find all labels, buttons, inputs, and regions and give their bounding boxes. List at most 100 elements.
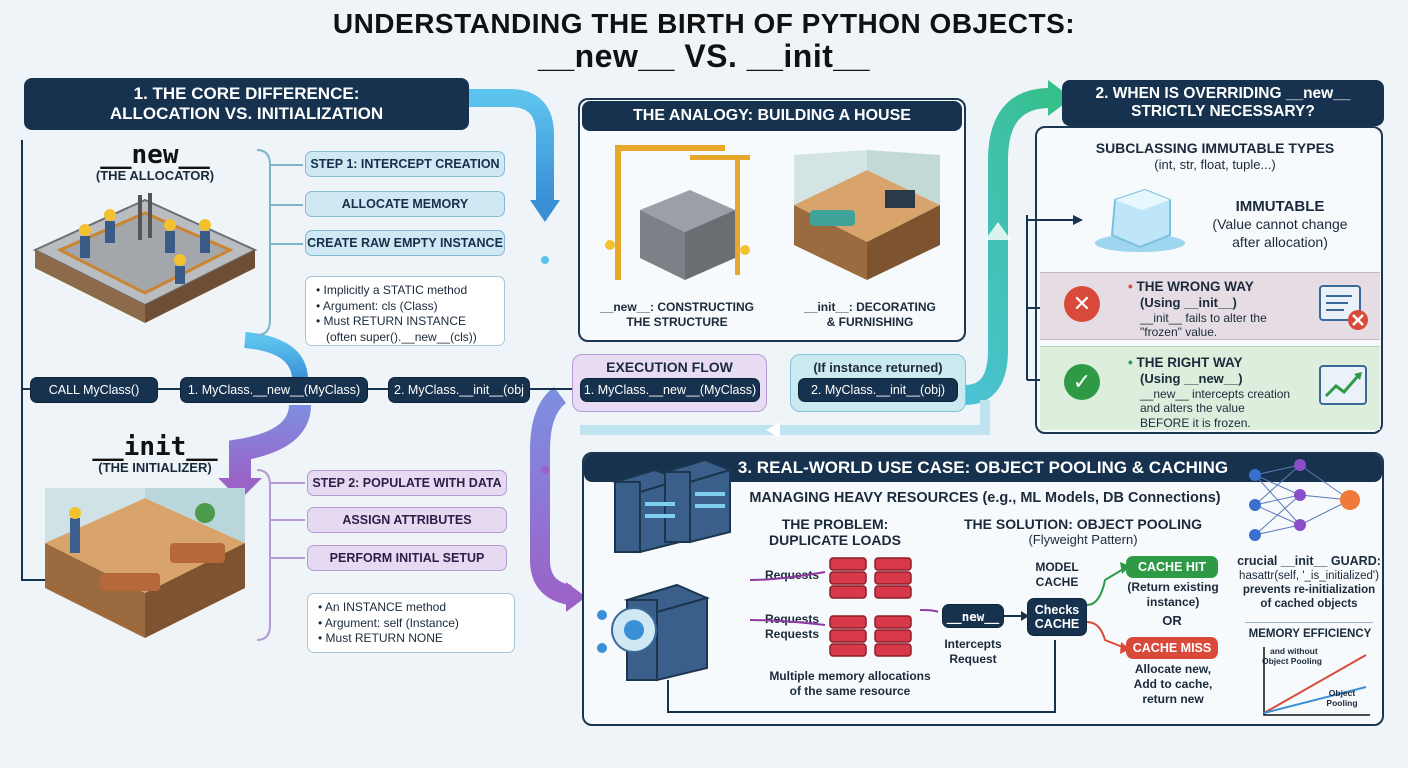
right-way-text: • THE RIGHT WAY (Using __new__) __new__ … [1128, 355, 1318, 430]
with-pooling-label: Object Pooling [1322, 688, 1362, 708]
cache-hit-desc: (Return existing instance) [1118, 580, 1228, 610]
cache-miss-line-2: Add to cache, [1133, 677, 1213, 691]
section2-subtitle: SUBCLASSING IMMUTABLE TYPES [1095, 140, 1335, 156]
multiple-allocations: Multiple memory allocations of the same … [755, 669, 945, 699]
success-chart-icon [1319, 365, 1367, 405]
wrong-title: THE WRONG WAY [1136, 279, 1254, 294]
call-init-box: 2. MyClass.__init__(obj [388, 377, 530, 403]
conditional-label: (If instance returned) [813, 360, 943, 375]
wrong-desc-1: __init__ fails to alter the [1140, 310, 1267, 325]
without-pooling-label: and without Object Pooling [1262, 646, 1342, 667]
requests-3: Requests [764, 627, 820, 641]
duplicate-load-stacks [749, 557, 939, 657]
problem-line-1: THE PROBLEM: [781, 516, 889, 532]
cache-miss-line-3: return new [1142, 692, 1204, 706]
guard-line-2: hasattr(self, '_is_initialized') [1239, 570, 1379, 583]
cache-hit-badge: CACHE HIT [1126, 556, 1218, 578]
new-note-4: (often super().__new__(cls)) [326, 329, 477, 344]
section1-header: 1. THE CORE DIFFERENCE: ALLOCATION VS. I… [24, 78, 469, 130]
init-step-2: ASSIGN ATTRIBUTES [307, 507, 507, 533]
wrong-desc-2: "frozen" value. [1140, 325, 1218, 340]
server-rack-icon [611, 458, 734, 554]
cache-hit-line-2: instance) [1146, 595, 1200, 609]
immutable-desc: (Value cannot change after allocation) [1190, 216, 1370, 251]
init-note-2: Argument: self (Instance) [318, 616, 504, 632]
ice-cube-icon [1095, 188, 1185, 252]
with-pooling-line [1263, 686, 1367, 714]
cache-miss-badge: CACHE MISS [1126, 637, 1218, 659]
init-steps-brackets [256, 469, 305, 641]
analogy-right-caption-1: __init__: DECORATING [804, 300, 936, 314]
without-pooling-line [1263, 654, 1367, 714]
new-notes: Implicitly a STATIC method Argument: cls… [305, 276, 505, 346]
right-desc-1: __new__ intercepts creation [1140, 386, 1291, 401]
model-cache-line-2: CACHE [1035, 575, 1079, 589]
cache-hit-line-1: (Return existing [1127, 580, 1219, 594]
model-cache-label: MODEL CACHE [1022, 560, 1092, 590]
exec-new-box: 1. MyClass.__new__(MyClass) [580, 378, 760, 402]
right-title: THE RIGHT WAY [1136, 355, 1243, 370]
section2-header: 2. WHEN IS OVERRIDING __new__ STRICTLY N… [1062, 80, 1384, 126]
managing-resources: MANAGING HEAVY RESOURCES (e.g., ML Model… [749, 490, 1221, 506]
intercepts-line-2: Request [949, 652, 997, 666]
or-label: OR [1162, 613, 1182, 628]
init-title: __init__ [92, 432, 218, 462]
error-document-icon [1319, 285, 1368, 330]
decorated-room-illustration [45, 488, 245, 638]
section2-header-line1: 2. WHEN IS OVERRIDING __new__ [1095, 85, 1351, 103]
intercepts-line-1: Intercepts [944, 637, 1002, 651]
guard-line-1: crucial __init__ GUARD: [1237, 554, 1381, 568]
multiple-line-1: Multiple memory allocations [769, 669, 931, 683]
cache-miss-line-1: Allocate new, [1134, 662, 1212, 676]
exec-init-box: 2. MyClass.__init__(obj) [798, 378, 958, 402]
analogy-left-caption: __new__: CONSTRUCTING THE STRUCTURE [592, 300, 762, 330]
init-guard-text: crucial __init__ GUARD: hasattr(self, '_… [1236, 554, 1382, 611]
init-notes: An INSTANCE method Argument: self (Insta… [307, 593, 515, 653]
init-subtitle: (THE INITIALIZER) [98, 460, 212, 475]
new-note-3: Must RETURN INSTANCE [316, 314, 494, 330]
wrong-way-text: • THE WRONG WAY (Using __init__) __init_… [1128, 279, 1313, 340]
with-line-2: Pooling [1326, 698, 1358, 709]
new-note-1: Implicitly a STATIC method [316, 283, 494, 299]
analogy-header: THE ANALOGY: BUILDING A HOUSE [582, 101, 962, 131]
execution-flow-label: EXECUTION FLOW [606, 359, 733, 375]
init-step-3: PERFORM INITIAL SETUP [307, 545, 507, 571]
analogy-right-caption: __init__: DECORATING & FURNISHING [785, 300, 955, 330]
page-title: UNDERSTANDING THE BIRTH OF PYTHON OBJECT… [332, 8, 1076, 39]
crane-construction-illustration [605, 145, 750, 280]
analogy-right-caption-2: & FURNISHING [826, 315, 914, 329]
checks-line-2: CACHE [1034, 617, 1080, 631]
section2-types: (int, str, float, tuple...) [1154, 157, 1276, 172]
furnished-room-illustration [794, 150, 940, 280]
new-step-2: ALLOCATE MEMORY [305, 191, 505, 217]
new-title: __new__ [100, 140, 210, 170]
cache-return-line [667, 680, 1056, 713]
immutable-desc-2: after allocation) [1232, 233, 1328, 250]
construction-foundation-illustration [32, 193, 258, 323]
model-cache-line-1: MODEL [1035, 560, 1079, 574]
checks-cache-box: Checks CACHE [1027, 598, 1087, 636]
guard-line-3: prevents re-initialization [1242, 584, 1376, 597]
new-note-2: Argument: cls (Class) [316, 299, 494, 315]
multiple-line-2: of the same resource [789, 684, 911, 698]
analogy-left-caption-2: THE STRUCTURE [626, 315, 728, 329]
problem-title: THE PROBLEM: DUPLICATE LOADS [750, 516, 920, 548]
solution-title: THE SOLUTION: OBJECT POOLING [963, 516, 1202, 532]
call-new-box: 1. MyClass.__new__(MyClass) [180, 377, 368, 403]
section1-header-line2: ALLOCATION VS. INITIALIZATION [109, 104, 384, 123]
immutable-label: IMMUTABLE [1235, 198, 1325, 215]
checks-line-1: Checks [1034, 603, 1080, 617]
intercepts-request: Intercepts Request [930, 637, 1016, 667]
call-box: CALL MyClass() [30, 377, 158, 403]
section2-header-line2: STRICTLY NECESSARY? [1131, 103, 1315, 120]
memory-divider [1245, 622, 1373, 623]
memory-efficiency-title: MEMORY EFFICIENCY [1248, 628, 1372, 640]
blue-ribbon [461, 89, 554, 209]
analogy-left-caption-1: __new__: CONSTRUCTING [599, 300, 755, 314]
solution-subtitle: (Flyweight Pattern) [1028, 532, 1138, 547]
right-desc-3: BEFORE it is frozen. [1140, 415, 1251, 430]
memory-efficiency-chart [1263, 647, 1370, 716]
problem-line-2: DUPLICATE LOADS [769, 532, 901, 548]
section1-header-line1: 1. THE CORE DIFFERENCE: [133, 84, 360, 104]
